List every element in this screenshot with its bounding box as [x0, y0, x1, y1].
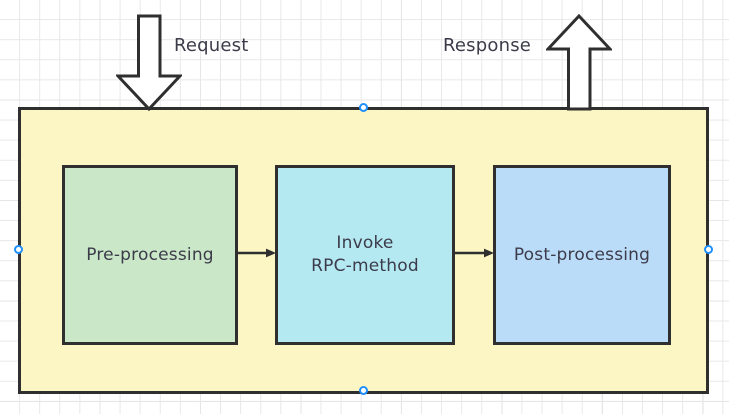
selection-handle-top-center[interactable] [359, 103, 368, 112]
request-label: Request [174, 35, 249, 56]
stage-pre-processing-label: Pre-processing [86, 244, 214, 265]
stage-invoke-rpc-method-label-line1: Invoke [336, 233, 394, 254]
stage-invoke-rpc-method-label-line2: RPC-method [311, 256, 419, 276]
stage-invoke-rpc-method-label: Invoke RPC-method [311, 232, 419, 278]
selection-handle-middle-left[interactable] [14, 245, 23, 254]
stage-pre-processing[interactable]: Pre-processing [62, 165, 238, 345]
selection-handle-bottom-center[interactable] [359, 386, 368, 395]
response-label: Response [443, 35, 532, 56]
request-arrow-down-icon[interactable] [116, 14, 182, 111]
stage-invoke-rpc-method[interactable]: Invoke RPC-method [275, 165, 455, 345]
response-arrow-up-icon[interactable] [546, 14, 612, 111]
stage-post-processing-label: Post-processing [513, 244, 651, 265]
selection-handle-middle-right[interactable] [704, 245, 713, 254]
stage-post-processing[interactable]: Post-processing [493, 165, 671, 345]
